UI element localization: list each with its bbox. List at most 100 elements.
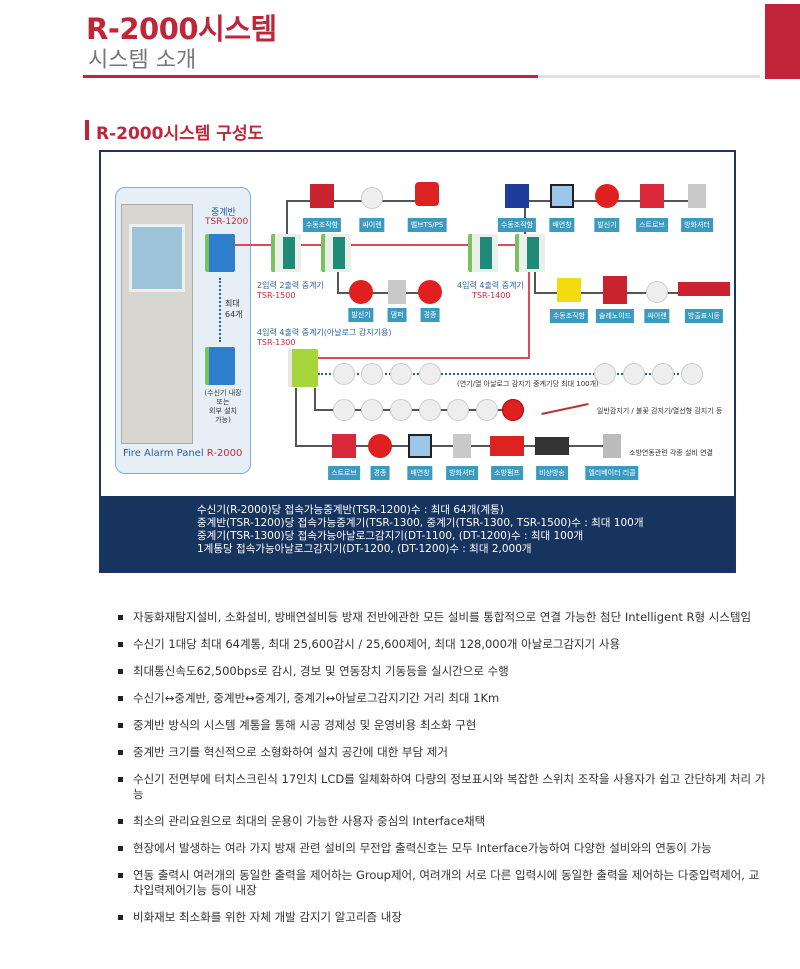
signal-line xyxy=(528,272,530,359)
panel-name: Fire Alarm Panel R-2000 xyxy=(123,448,242,459)
tsr1500-module xyxy=(271,234,301,272)
max-label: 최대 xyxy=(225,299,240,308)
flame-detector xyxy=(502,399,524,421)
panel-name-text: Fire Alarm Panel xyxy=(123,448,204,459)
manual-box-image xyxy=(505,184,529,208)
device-label: 배연창 xyxy=(549,218,575,232)
page-subtitle: 시스템 소개 xyxy=(88,48,197,73)
relay-board-model: TSR-1200 xyxy=(205,217,249,227)
device-label: 비상방송 xyxy=(536,466,568,480)
note-line: (수신기 내장 xyxy=(204,389,242,397)
tsr1200-module xyxy=(205,234,235,272)
spec-line: 중계기(TSR-1300)당 접속가능아날로그감지기(DT-1100, (DT-… xyxy=(197,530,584,542)
call-point-image xyxy=(595,184,619,208)
analog-detector xyxy=(594,363,616,385)
siren-image xyxy=(646,281,668,303)
section-marker xyxy=(85,120,89,140)
tsr1300-module xyxy=(288,349,318,387)
link-line xyxy=(524,200,526,234)
feature-item: 최대통신속도62,500bps로 감시, 경보 및 연동장치 기동등을 실시간으… xyxy=(118,664,768,679)
broadcast-image xyxy=(535,437,569,455)
fire-pump-image xyxy=(490,436,524,456)
strobe-image xyxy=(332,434,356,458)
general-detector xyxy=(419,399,441,421)
link-line xyxy=(295,388,297,446)
general-detector xyxy=(361,399,383,421)
tsr1400-model: TSR-1400 xyxy=(472,291,511,300)
relay-board-label: 중계반 xyxy=(211,208,236,218)
signal-line xyxy=(317,357,530,359)
tsr1300-model: TSR-1300 xyxy=(257,338,296,347)
tsr1400-module xyxy=(468,234,498,272)
system-diagram: 중계반 TSR-1200 최대 64개 (수신기 내장 또는 외부 설치 가능)… xyxy=(99,150,736,573)
tsr1200-module-2 xyxy=(205,347,235,385)
linear-heat-cable xyxy=(541,403,589,415)
device-label: 밸브TS/PS xyxy=(407,218,447,232)
device-label: 엘리베이터 리콜 xyxy=(585,466,639,480)
corner-tab xyxy=(765,4,800,79)
fire-shutter-image xyxy=(453,434,471,458)
tsr1400-label: 4입력 4출력 중계기 xyxy=(457,281,524,290)
device-label: 수동조작함 xyxy=(302,218,342,232)
discharge-light-image xyxy=(678,282,730,296)
title-underline xyxy=(538,75,760,78)
bell-image xyxy=(368,434,392,458)
linkage-caption: 소방연동관련 각종 설비 연결 xyxy=(629,449,713,457)
siren-image xyxy=(361,187,383,209)
device-label: 싸이렌 xyxy=(644,309,670,323)
spec-line: 1계통당 접속가능아날로그감지기(DT-1200, (DT-1200)수 : 최… xyxy=(197,543,532,555)
analog-detector xyxy=(390,363,412,385)
spec-panel: 수신기(R-2000)당 접속가능중계반(TSR-1200)수 : 최대 64개… xyxy=(101,496,734,571)
device-label: 방출표시등 xyxy=(684,309,724,323)
device-label: 발신기 xyxy=(594,218,620,232)
feature-item: 자동화재탐지설비, 소화설비, 방배연설비등 방재 전반에관한 모든 설비를 통… xyxy=(118,610,768,625)
feature-item: 현장에서 발생하는 여라 가지 방재 관련 설비의 무전압 출력신호는 모두 I… xyxy=(118,841,768,856)
strobe-image xyxy=(640,184,664,208)
feature-item: 수신기 1대당 최대 64계통, 최대 25,600감시 / 25,600제어,… xyxy=(118,637,768,652)
analog-detector xyxy=(681,363,703,385)
device-label: 방화셔터 xyxy=(446,466,478,480)
link-line xyxy=(286,200,288,234)
device-label: 소방펌프 xyxy=(491,466,523,480)
feature-item: 중계반 크기를 혁신적으로 소형화하여 설치 공간에 대한 부담 제거 xyxy=(118,745,768,760)
signal-line xyxy=(235,244,535,246)
feature-item: 중계반 방식의 시스템 계통을 통해 시공 경제성 및 운영비용 최소화 구현 xyxy=(118,718,768,733)
elevator-image xyxy=(603,434,621,458)
spec-line: 수신기(R-2000)당 접속가능중계반(TSR-1200)수 : 최대 64개… xyxy=(197,504,504,516)
install-note: (수신기 내장 또는 외부 설치 가능) xyxy=(201,389,245,425)
device-label: 스트로브 xyxy=(636,218,668,232)
tsr1500-module-2 xyxy=(321,234,351,272)
valve-image xyxy=(415,182,439,206)
title-underline-accent xyxy=(83,75,538,78)
tsr1400-module-2 xyxy=(515,234,545,272)
analog-loop-line xyxy=(318,373,698,375)
manual-box-image xyxy=(310,184,334,208)
device-label: 경종 xyxy=(370,466,390,480)
analog-detector xyxy=(623,363,645,385)
link-line xyxy=(337,272,339,294)
device-label: 댐퍼 xyxy=(387,308,407,322)
tsr1300-label: 4입력 4출력 중계기(아날로그 감지기용) xyxy=(257,328,392,337)
link-line xyxy=(337,292,433,294)
link-line xyxy=(534,272,536,294)
device-label: 방화셔터 xyxy=(681,218,713,232)
device-label: 솔레노이드 xyxy=(595,309,635,323)
damper-image xyxy=(388,280,406,304)
solenoid-image xyxy=(603,276,627,304)
panel-model: R-2000 xyxy=(206,448,243,459)
max-count: 64개 xyxy=(225,310,243,319)
general-detector xyxy=(447,399,469,421)
feature-item: 최소의 관리요원으로 최대의 운용이 가능한 사용자 중심의 Interface… xyxy=(118,814,768,829)
link-line xyxy=(314,409,514,411)
feature-list: 자동화재탐지설비, 소화설비, 방배연설비등 방재 전반에관한 모든 설비를 통… xyxy=(118,610,768,937)
analog-detector xyxy=(361,363,383,385)
bell-image xyxy=(418,280,442,304)
tsr1500-label: 2입력 2출력 중계기 xyxy=(257,281,324,290)
device-label: 스트로브 xyxy=(328,466,360,480)
general-detector xyxy=(390,399,412,421)
analog-detector xyxy=(652,363,674,385)
tsr1500-model: TSR-1500 xyxy=(257,291,296,300)
device-label: 경종 xyxy=(420,308,440,322)
smoke-vent-image xyxy=(408,434,432,458)
device-label: 발신기 xyxy=(348,308,374,322)
